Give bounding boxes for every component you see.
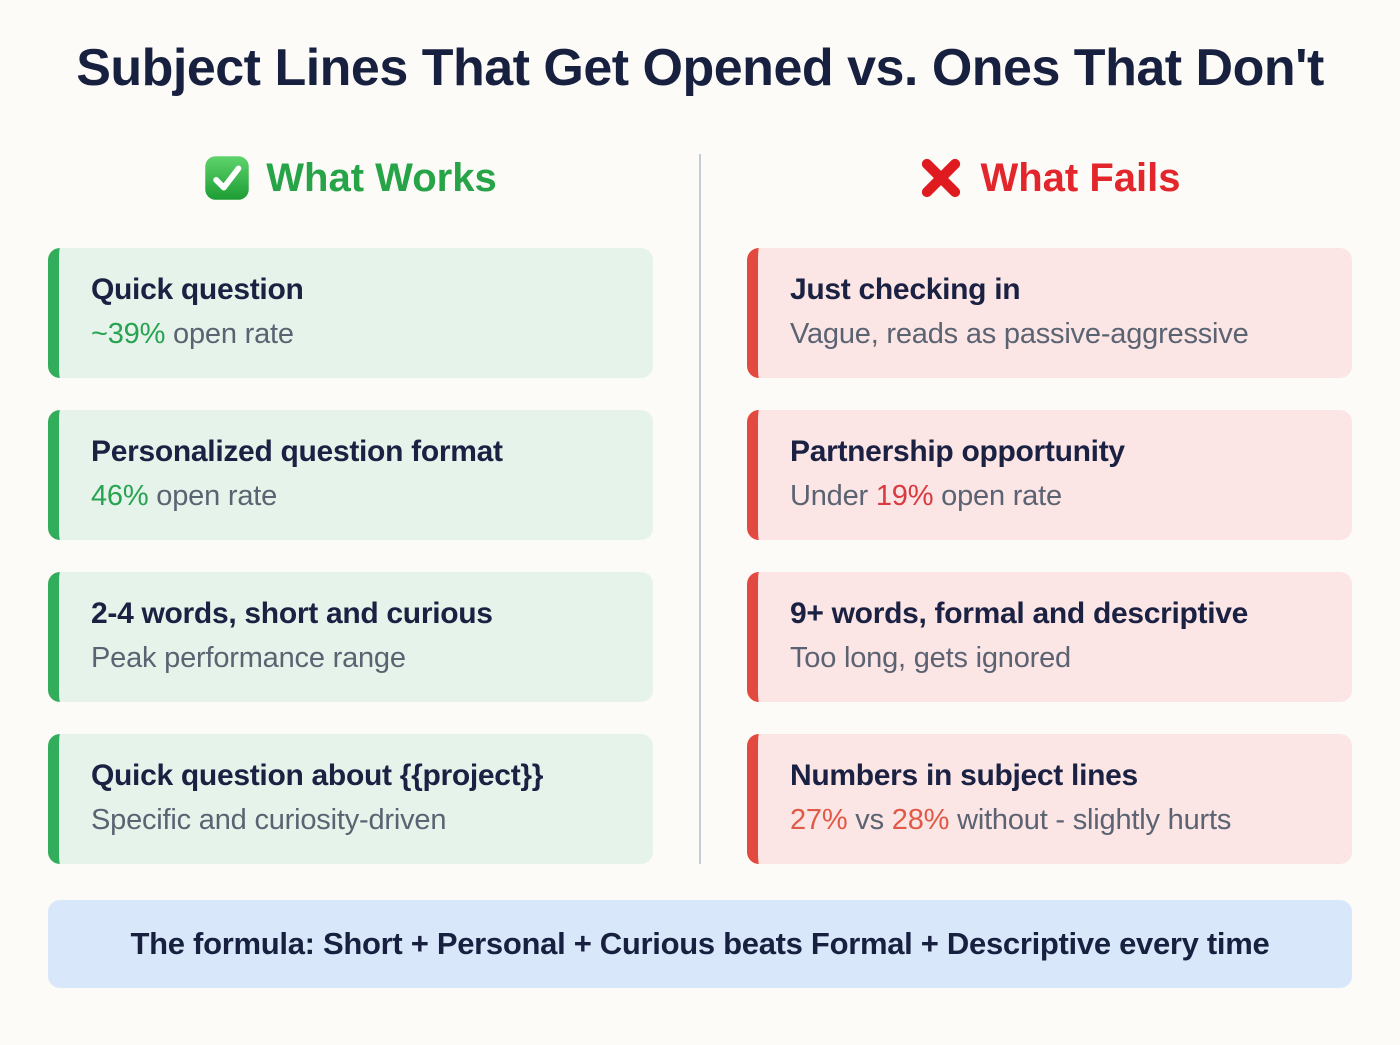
card-title: 2-4 words, short and curious (91, 597, 493, 630)
card-subtitle: Peak performance range (91, 642, 406, 674)
card-title: Numbers in subject lines (790, 759, 1138, 792)
works-card-4: Quick question about {{project}} Specifi… (48, 734, 653, 864)
fails-card-2: Partnership opportunity Under 19% open r… (747, 410, 1352, 540)
works-card-3: 2-4 words, short and curious Peak perfor… (48, 572, 653, 702)
check-mark-icon (205, 156, 250, 200)
card-subtitle: ~39% open rate (91, 318, 294, 350)
fails-card-1: Just checking in Vague, reads as passive… (747, 248, 1352, 378)
card-title: Personalized question format (91, 435, 503, 468)
column-divider (699, 154, 701, 864)
works-column: What Works Quick question ~39% open rate… (48, 150, 653, 864)
card-title: Quick question (91, 273, 304, 306)
card-title: Just checking in (790, 273, 1021, 306)
fails-header-label: What Fails (980, 155, 1181, 200)
cross-mark-icon (922, 158, 961, 198)
fails-column: What Fails Just checking in Vague, reads… (747, 150, 1352, 864)
fails-header: What Fails (747, 150, 1352, 206)
card-subtitle: 46% open rate (91, 480, 278, 512)
card-subtitle: Under 19% open rate (790, 480, 1062, 512)
card-title: Partnership opportunity (790, 435, 1125, 468)
page-title: Subject Lines That Get Opened vs. Ones T… (76, 39, 1324, 97)
card-subtitle: 27% vs 28% without - slightly hurts (790, 804, 1232, 836)
card-title: Quick question about {{project}} (91, 759, 544, 792)
card-subtitle: Too long, gets ignored (790, 642, 1071, 674)
works-header-label: What Works (266, 155, 497, 200)
fails-card-4: Numbers in subject lines 27% vs 28% with… (747, 734, 1352, 864)
works-card-2: Personalized question format 46% open ra… (48, 410, 653, 540)
formula-banner: The formula: Short + Personal + Curious … (48, 900, 1352, 988)
card-subtitle: Specific and curiosity-driven (91, 804, 447, 836)
card-title: 9+ words, formal and descriptive (790, 597, 1249, 630)
works-card-1: Quick question ~39% open rate (48, 248, 653, 378)
comparison-columns: What Works Quick question ~39% open rate… (48, 150, 1352, 864)
card-subtitle: Vague, reads as passive-aggressive (790, 318, 1249, 350)
fails-card-3: 9+ words, formal and descriptive Too lon… (747, 572, 1352, 702)
works-header: What Works (48, 150, 653, 206)
